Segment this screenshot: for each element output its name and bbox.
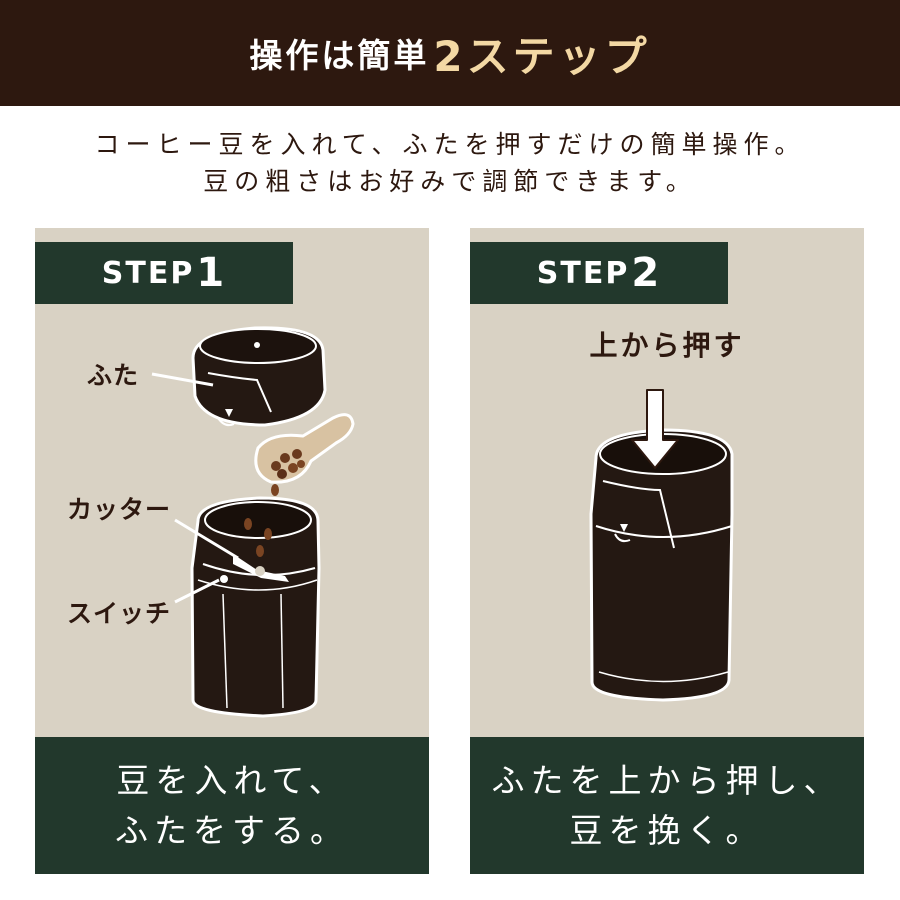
step-1-caption: 豆を入れて、 ふたをする。 xyxy=(35,737,429,874)
step-2-caption-line-2: 豆を挽く。 xyxy=(569,810,765,850)
step-1-label-text: STEP xyxy=(101,255,195,291)
callout-leaders xyxy=(151,372,239,604)
grinder-body-illustration xyxy=(190,496,321,718)
header-title: 操作は簡単 xyxy=(249,36,430,75)
step-2-caption: ふたを上から押し、 豆を挽く。 xyxy=(470,737,864,874)
callout-cutter: カッター xyxy=(67,495,172,524)
lid-illustration xyxy=(191,326,327,427)
intro-line-1: コーヒー豆を入れて、ふたを押すだけの簡単操作。 xyxy=(94,130,806,159)
callout-switch: スイッチ xyxy=(67,599,172,628)
intro-line-2: 豆の粗さはお好みで調節できます。 xyxy=(203,167,697,196)
grinder-closed-body xyxy=(589,428,734,702)
page-header: 操作は簡単 2ステップ xyxy=(0,0,900,106)
step-2-panel: STEP 2 上から押す ふたを上から押し、 豆を挽く。 xyxy=(470,228,864,874)
grinder-open-illustration xyxy=(151,326,355,718)
header-title-accent: 2ステップ xyxy=(433,31,651,81)
step-1-caption-line-2: ふたをする。 xyxy=(115,810,349,850)
press-instruction: 上から押す xyxy=(589,329,745,362)
scoop-illustration xyxy=(254,413,355,484)
step-1-caption-line-1: 豆を入れて、 xyxy=(116,760,348,800)
step-2-caption-line-1: ふたを上から押し、 xyxy=(491,760,843,800)
step-2-label-text: STEP xyxy=(536,255,630,291)
step-2-number: 2 xyxy=(631,250,662,296)
down-arrow-icon xyxy=(631,389,679,469)
step-1-panel: STEP 1 xyxy=(35,228,429,874)
step-1-number: 1 xyxy=(196,250,227,296)
grinder-closed-illustration xyxy=(589,389,734,702)
step-1-label: STEP 1 xyxy=(35,242,293,304)
step-2-label: STEP 2 xyxy=(470,242,728,304)
intro-text: コーヒー豆を入れて、ふたを押すだけの簡単操作。 豆の粗さはお好みで調節できます。 xyxy=(0,126,900,200)
callout-lid: ふた xyxy=(87,361,140,390)
